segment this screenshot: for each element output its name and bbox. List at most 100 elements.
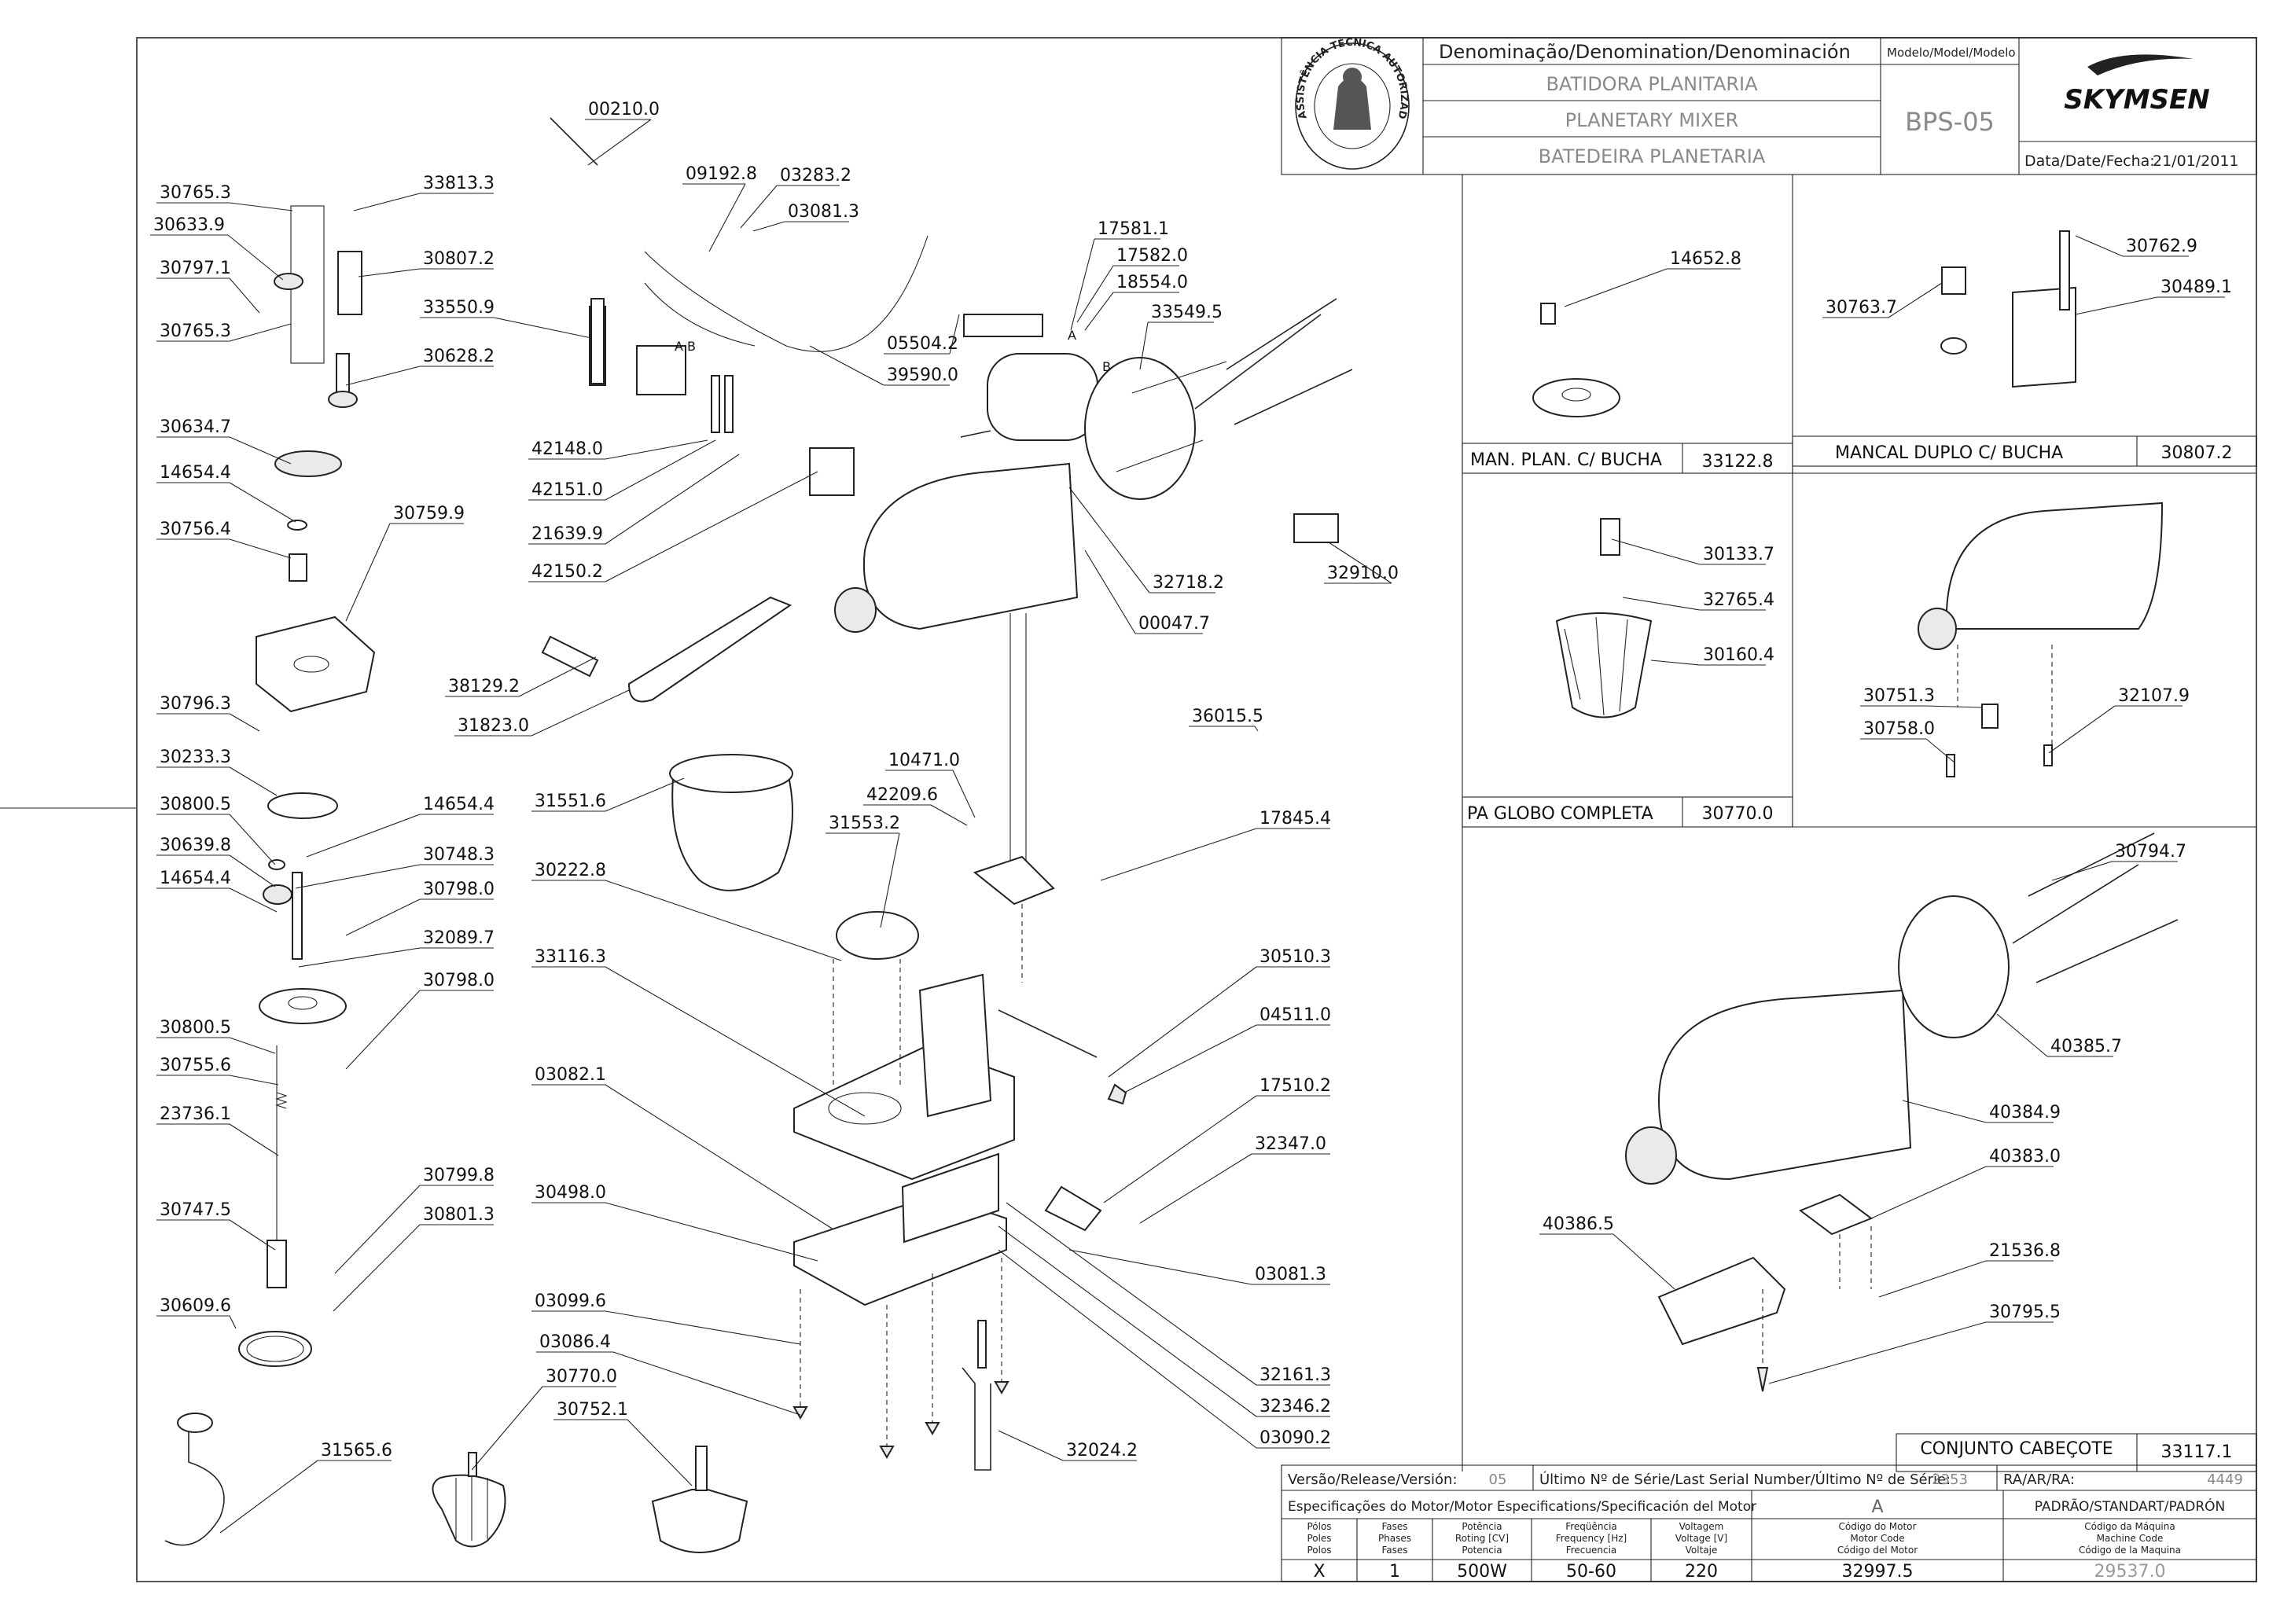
callout-label: 30759.9 — [393, 504, 465, 524]
callout-label: 30770.0 — [546, 1367, 617, 1387]
callout-label: 30628.2 — [423, 347, 495, 366]
callout-label: 32910.0 — [1327, 564, 1399, 583]
callout-label: 30758.0 — [1863, 719, 1935, 739]
callout-label: 30798.0 — [423, 880, 495, 899]
callout-left-26: 30799.8 — [334, 1166, 495, 1274]
serial-label: Último Nº de Série/Last Serial Number/Úl… — [1539, 1471, 1951, 1488]
callout-left-17: 14654.4 — [306, 795, 495, 858]
callout-label: 36015.5 — [1192, 707, 1263, 726]
svg-text:50-60: 50-60 — [1566, 1562, 1616, 1582]
svg-text:Código de la Maquina: Código de la Maquina — [2079, 1545, 2181, 1556]
callout-right-8: 30758.0 — [1860, 719, 1955, 763]
callout-label: 30748.3 — [423, 845, 495, 865]
callout-label: 30756.4 — [160, 520, 231, 539]
model-header: Modelo/Model/Modelo — [1887, 46, 2016, 60]
callout-label: 32347.0 — [1255, 1134, 1326, 1154]
callout-label: 30794.7 — [2115, 842, 2186, 862]
callout-letters-3: B — [687, 339, 696, 354]
spec-table: Versão/Release/Versión: 05 Último Nº de … — [1281, 1464, 2257, 1582]
callout-left-29: 31565.6 — [219, 1441, 392, 1534]
callout-left-6: 33550.9 — [420, 298, 592, 339]
callout-center-30: 03082.1 — [531, 1065, 834, 1230]
callout-label: 32024.2 — [1066, 1441, 1138, 1460]
callout-center-17: 38129.2 — [445, 656, 597, 697]
svg-text:Frecuencia: Frecuencia — [1566, 1545, 1617, 1556]
name-pt: BATEDEIRA PLANETARIA — [1539, 145, 1766, 167]
callout-left-25: 30747.5 — [156, 1200, 276, 1251]
svg-text:Voltaje: Voltaje — [1686, 1545, 1718, 1556]
callout-center-20: 10471.0 — [885, 751, 976, 818]
callout-label: 00047.7 — [1138, 614, 1210, 634]
callout-center-16: 32910.0 — [1324, 542, 1399, 584]
callout-center-19: 36015.5 — [1189, 707, 1263, 732]
inset-code-0: 33122.8 — [1702, 452, 1774, 472]
callout-label: 31551.6 — [535, 792, 606, 811]
callout-label: 38129.2 — [448, 677, 520, 696]
callout-letters-2: A — [675, 339, 683, 354]
callout-label: 30752.1 — [557, 1400, 628, 1420]
callout-left-22: 30800.5 — [156, 1018, 276, 1054]
callout-label: 31823.0 — [458, 716, 529, 736]
callout-left-24: 23736.1 — [156, 1104, 279, 1156]
callout-label: 30160.4 — [1703, 645, 1774, 665]
ra-label: RA/AR/RA: — [2003, 1472, 2075, 1488]
svg-text:Código do Motor: Código do Motor — [1839, 1521, 1917, 1532]
callout-left-1: 30633.9 — [150, 215, 284, 281]
svg-text:Código da Máquina: Código da Máquina — [2084, 1521, 2175, 1532]
drawing-frame — [136, 37, 2257, 1582]
callout-left-3: 30765.3 — [156, 321, 292, 342]
callout-label: 32765.4 — [1703, 590, 1774, 610]
callout-label: 30755.6 — [160, 1056, 231, 1075]
svg-text:Pólos: Pólos — [1307, 1521, 1331, 1532]
brand-logo: SKYMSEN — [2064, 54, 2210, 116]
callout-center-3: 03081.3 — [752, 202, 859, 232]
inset-code-3: 33117.1 — [2161, 1442, 2233, 1462]
callout-label: 17582.0 — [1116, 246, 1188, 266]
callout-right-12: 40384.9 — [1902, 1100, 2061, 1123]
callout-label: 17581.1 — [1098, 219, 1169, 239]
svg-text:29537.0: 29537.0 — [2094, 1562, 2166, 1582]
authorized-service-seal: ASSISTÊNCIA TÉCNICA AUTORIZADA — [0, 0, 1410, 170]
callout-right-1: 30762.9 — [2075, 235, 2197, 257]
callout-left-19: 30798.0 — [345, 880, 495, 936]
callout-labels: 30765.330633.930797.130765.333813.330807… — [150, 100, 2232, 1534]
callout-label: 31565.6 — [321, 1441, 392, 1460]
callout-label: 32107.9 — [2118, 686, 2190, 706]
callout-right-3: 30489.1 — [2075, 277, 2232, 315]
callout-label: 32346.2 — [1259, 1397, 1331, 1416]
callout-left-23: 30755.6 — [156, 1056, 279, 1086]
callout-label: 21639.9 — [531, 524, 603, 544]
callout-left-10: 30756.4 — [156, 520, 292, 559]
callout-label: 30762.9 — [2126, 237, 2197, 256]
callout-label: 30807.2 — [423, 249, 495, 269]
callout-label: 30498.0 — [535, 1183, 606, 1203]
svg-text:Voltage [V]: Voltage [V] — [1675, 1533, 1727, 1544]
callout-left-16: 14654.4 — [156, 869, 278, 913]
denomination-header: Denominação/Denomination/Denominación — [1439, 41, 1851, 63]
svg-text:Código del Motor: Código del Motor — [1837, 1545, 1918, 1556]
serial-value: 2353 — [1932, 1472, 1968, 1488]
svg-text:ASSISTÊNCIA TÉCNICA AUTORIZADA: ASSISTÊNCIA TÉCNICA AUTORIZADA — [0, 0, 1410, 120]
callout-label: 30765.3 — [160, 321, 231, 341]
callout-label: 30800.5 — [160, 1018, 231, 1038]
callout-label: 04511.0 — [1259, 1005, 1331, 1025]
callout-label: 30797.1 — [160, 259, 231, 278]
callout-label: 14652.8 — [1670, 249, 1741, 269]
callout-label: 17845.4 — [1259, 809, 1331, 829]
name-es: BATIDORA PLANITARIA — [1546, 73, 1758, 95]
callout-center-24: 17845.4 — [1100, 809, 1331, 881]
callout-center-11: 42151.0 — [528, 439, 716, 501]
callout-label: 30799.8 — [423, 1166, 495, 1185]
callout-center-39: 32346.2 — [998, 1225, 1331, 1417]
callout-center-27: 30510.3 — [1108, 947, 1331, 1078]
callout-left-18: 30748.3 — [295, 845, 495, 889]
inset-caption-0: MAN. PLAN. C/ BUCHA — [1470, 450, 1662, 470]
callout-left-15: 30639.8 — [156, 836, 276, 887]
svg-text:X: X — [1313, 1562, 1325, 1582]
callout-label: 30747.5 — [160, 1200, 231, 1220]
callout-right-11: 40385.7 — [1996, 1013, 2122, 1057]
callout-right-10: 30794.7 — [2051, 842, 2186, 881]
callout-center-6: 18554.0 — [1084, 273, 1188, 331]
